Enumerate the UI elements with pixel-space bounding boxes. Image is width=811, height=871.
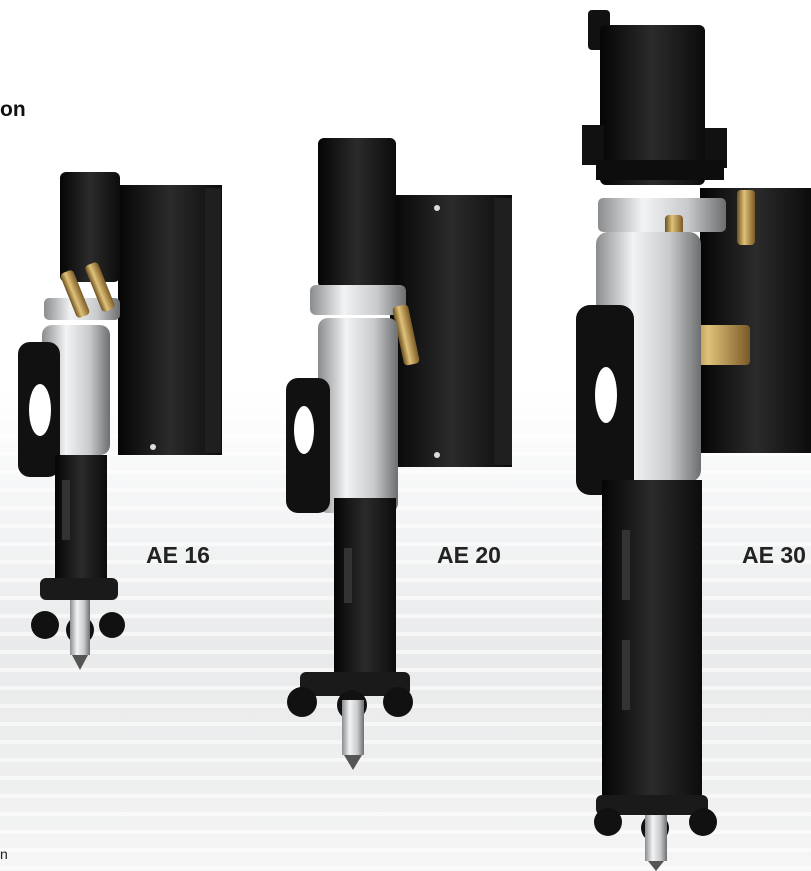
ae30-valve-2 [737, 190, 755, 245]
model-label-ae30: AE 30 [742, 542, 806, 568]
ae16-back-plate [118, 185, 222, 455]
ae30-nozzle-ring [596, 795, 708, 815]
ae16-valve-2 [85, 262, 115, 312]
ae20-spindle-body [318, 318, 398, 513]
footer-text-fragment: n [0, 846, 8, 862]
ae20-valve-2 [392, 304, 420, 366]
ae16-motor [60, 172, 120, 282]
ae20-nozzle-ring [300, 672, 410, 696]
ae16-nozzle-ring [40, 578, 118, 600]
ae20-motor [318, 138, 396, 288]
ae30-motor [600, 25, 705, 185]
ae30-back-plate [700, 188, 811, 453]
model-label-ae16: AE 16 [146, 542, 210, 568]
ae30-column [602, 480, 702, 800]
model-label-ae20: AE 20 [437, 542, 501, 568]
ae16-valve-1 [60, 270, 90, 318]
page-heading-fragment: on [0, 98, 26, 121]
